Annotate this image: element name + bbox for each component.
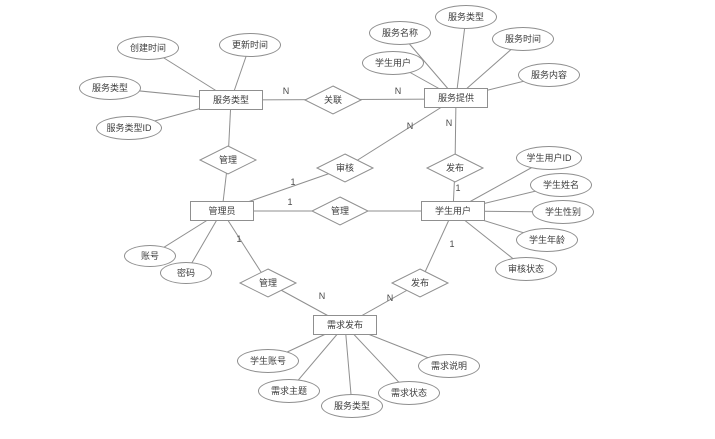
connector xyxy=(221,210,269,284)
relationship-manage-1: 管理 xyxy=(218,154,237,165)
attribute-ellipse: 服务类型 xyxy=(79,76,141,100)
relationship-diamonds xyxy=(198,85,485,298)
cardinality-label: N xyxy=(386,293,394,303)
attribute-ellipse: 密码 xyxy=(160,262,212,284)
attribute-ellipse: 学生性别 xyxy=(532,200,594,224)
relationship-audit: 审核 xyxy=(335,162,354,173)
relationship-associate: 关联 xyxy=(323,94,342,105)
attribute-ellipse: 账号 xyxy=(124,245,176,267)
relationship-diamond-shape xyxy=(198,145,258,175)
relationship-diamond-shape xyxy=(315,153,375,183)
attribute-ellipse: 需求主题 xyxy=(258,379,320,403)
attribute-ellipse: 学生用户ID xyxy=(516,146,582,170)
attribute-ellipse: 服务类型ID xyxy=(96,116,162,140)
attribute-ellipse: 服务内容 xyxy=(518,63,580,87)
attribute-ellipse: 服务时间 xyxy=(492,27,554,51)
entity-service-type: 服务类型 xyxy=(199,90,263,110)
entity-student-user: 学生用户 xyxy=(421,201,485,221)
connector xyxy=(455,16,467,99)
attribute-ellipse: 审核状态 xyxy=(495,257,557,281)
relationship-diamond-shape xyxy=(390,268,450,298)
entity-admin: 管理员 xyxy=(190,201,254,221)
cardinality-label: N xyxy=(282,86,290,96)
attribute-ellipse: 创建时间 xyxy=(117,36,179,60)
relationship-publish-2: 发布 xyxy=(410,277,429,288)
attribute-ellipse: 需求状态 xyxy=(378,381,440,405)
connector xyxy=(344,97,457,169)
attribute-ellipse: 服务类型 xyxy=(435,5,497,29)
cardinality-label: 1 xyxy=(449,239,455,249)
attribute-ellipse: 服务名称 xyxy=(369,21,431,45)
relationship-diamond-shape xyxy=(310,196,370,226)
connector xyxy=(344,324,353,407)
relationship-publish-1: 发布 xyxy=(445,162,464,173)
connector xyxy=(419,210,454,284)
cardinality-label: 1 xyxy=(290,177,296,187)
cardinality-label: 1 xyxy=(236,234,242,244)
relationship-manage-2: 管理 xyxy=(330,205,349,216)
attribute-ellipse: 服务类型 xyxy=(321,394,383,418)
cardinality-label: 1 xyxy=(287,197,293,207)
relationship-diamond-shape xyxy=(425,153,485,183)
entity-demand-post: 需求发布 xyxy=(313,315,377,335)
relationship-manage-3: 管理 xyxy=(258,277,277,288)
relationship-diamond-shape xyxy=(303,85,363,115)
cardinality-label: N xyxy=(394,86,402,96)
cardinality-label: N xyxy=(406,121,414,131)
entity-service-offer: 服务提供 xyxy=(424,88,488,108)
attribute-ellipse: 更新时间 xyxy=(219,33,281,57)
cardinality-label: 1 xyxy=(455,183,461,193)
attribute-ellipse: 学生用户 xyxy=(362,51,424,75)
cardinality-label: N xyxy=(445,118,453,128)
attribute-ellipse: 学生姓名 xyxy=(530,173,592,197)
attribute-ellipse: 学生年龄 xyxy=(516,228,578,252)
attribute-ellipse: 学生账号 xyxy=(237,349,299,373)
relationship-diamond-shape xyxy=(238,268,298,298)
attribute-ellipse: 需求说明 xyxy=(418,354,480,378)
cardinality-label: N xyxy=(318,291,326,301)
